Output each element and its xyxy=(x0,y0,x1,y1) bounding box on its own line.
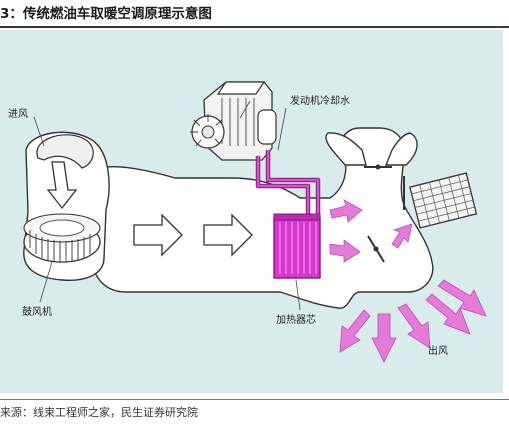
label-air-out: 出风 xyxy=(428,344,448,357)
face-vent-grille xyxy=(409,172,478,229)
intake-swirl xyxy=(36,134,94,169)
source-rule xyxy=(0,399,509,400)
warm-air-arrows xyxy=(329,199,487,363)
label-coolant: 发动机冷却水 xyxy=(290,94,350,107)
source-note: 来源：线束工程师之家，民生证券研究院 xyxy=(0,406,198,419)
figure-title: 3：传统燃油车取暖空调原理示意图 xyxy=(0,6,212,22)
engine-icon xyxy=(190,81,277,161)
heater-core xyxy=(273,217,321,279)
title-rule xyxy=(0,26,509,28)
label-air-in: 进风 xyxy=(8,108,28,120)
label-blower: 鼓风机 xyxy=(22,305,52,318)
defrost-duct-right xyxy=(384,132,418,166)
intake-arrow xyxy=(46,161,78,210)
flow-arrow-2 xyxy=(203,213,253,257)
label-heater-core: 加热器芯 xyxy=(276,313,316,326)
heating-diagram: 进风 发动机冷却水 鼓风机 加热器芯 出风 xyxy=(0,30,503,393)
hvac-duct xyxy=(89,127,434,309)
defrost-duct-left xyxy=(325,132,367,166)
flow-arrow-1 xyxy=(133,213,183,257)
